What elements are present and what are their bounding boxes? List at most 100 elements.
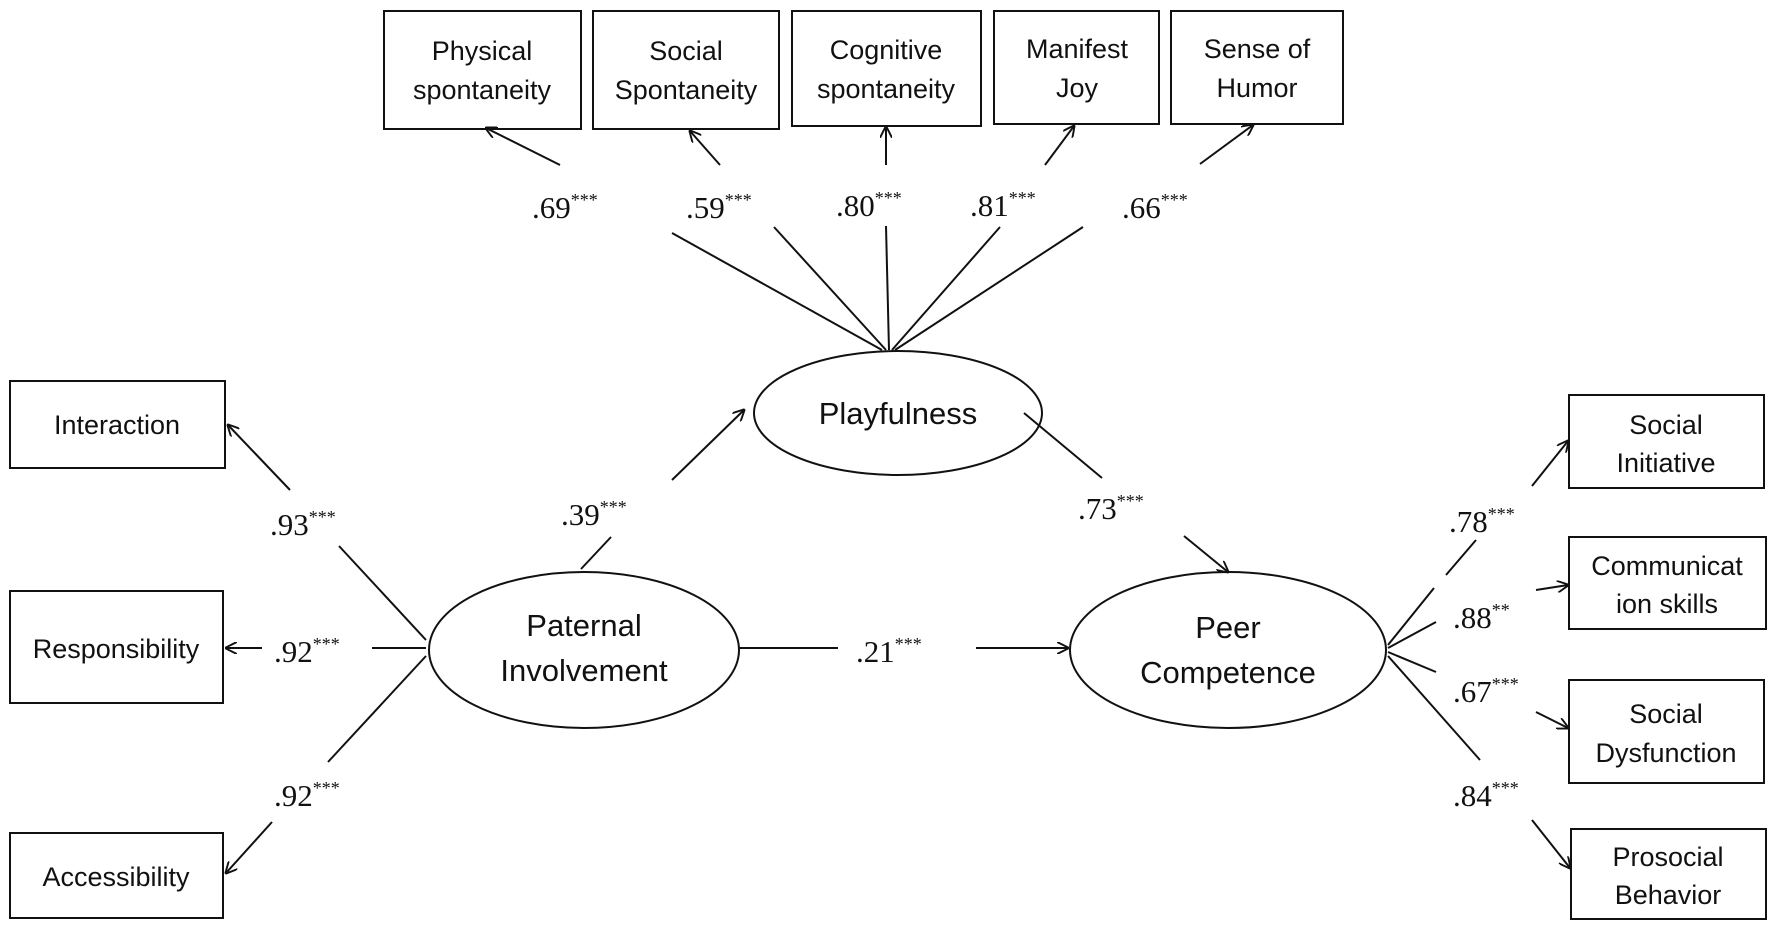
coef-sig: ** xyxy=(1492,600,1510,620)
path-peer-social-initiative xyxy=(1387,441,1568,646)
latent-playfulness: Playfulness xyxy=(753,350,1043,476)
path-peer-social-dysfunction xyxy=(1387,651,1568,728)
indicator-social-spontaneity: Social Spontaneity xyxy=(592,10,780,130)
indicator-label-line2: ion skills xyxy=(1616,589,1718,619)
coef-paternal-playfulness: .39*** xyxy=(561,497,627,532)
latent-label-line1: Peer xyxy=(1195,610,1260,645)
coef-sig: *** xyxy=(313,778,340,798)
indicator-label-line2: Joy xyxy=(1056,73,1099,103)
path-playfulness-social-spontaneity xyxy=(690,131,887,351)
coef-sig: *** xyxy=(725,190,752,210)
coef-sig: *** xyxy=(1488,504,1515,524)
indicator-label: Accessibility xyxy=(42,862,190,892)
coef-sig: *** xyxy=(1492,674,1519,694)
coef-value: .80 xyxy=(836,188,875,223)
indicator-accessibility: Accessibility xyxy=(9,832,224,919)
coef-interaction: .93*** xyxy=(270,507,336,542)
coef-sig: *** xyxy=(875,188,902,208)
indicator-responsibility: Responsibility xyxy=(9,590,224,704)
coef-value: .84 xyxy=(1453,778,1492,813)
coef-sig: *** xyxy=(571,190,598,210)
path-playfulness-joy xyxy=(891,126,1074,351)
path-peer-prosocial xyxy=(1387,655,1570,868)
indicator-label-line1: Cognitive xyxy=(830,35,943,65)
indicator-label-line2: Humor xyxy=(1216,73,1297,103)
coef-playfulness-peer: .73*** xyxy=(1078,491,1144,526)
coef-social-initiative: .78*** xyxy=(1449,504,1515,539)
latent-label-line2: Involvement xyxy=(500,653,668,688)
coef-sig: *** xyxy=(1492,778,1519,798)
indicator-label-line2: spontaneity xyxy=(413,75,552,105)
coef-value: .93 xyxy=(270,507,309,542)
indicator-label-line1: Prosocial xyxy=(1612,842,1723,872)
coef-value: .59 xyxy=(686,190,725,225)
indicator-social-dysfunction: Social Dysfunction xyxy=(1568,679,1765,784)
coef-sig: *** xyxy=(313,634,340,654)
indicator-label-line1: Social xyxy=(1629,699,1703,729)
coef-responsibility: .92*** xyxy=(274,634,340,669)
coef-social-spontaneity: .59*** xyxy=(686,190,752,225)
coef-sig: *** xyxy=(1117,491,1144,511)
indicator-label-line1: Social xyxy=(649,36,723,66)
coef-sig: *** xyxy=(1161,190,1188,210)
indicator-label-line1: Social xyxy=(1629,410,1703,440)
indicator-physical-spontaneity: Physical spontaneity xyxy=(383,10,582,130)
latent-label-line1: Paternal xyxy=(526,608,641,643)
path-playfulness-cognitive xyxy=(886,127,889,351)
coef-value: .39 xyxy=(561,497,600,532)
coef-joy: .81*** xyxy=(970,188,1036,223)
coef-value: .73 xyxy=(1078,491,1117,526)
path-playfulness-peer xyxy=(1023,412,1228,572)
indicator-social-initiative: Social Initiative xyxy=(1568,394,1765,489)
coef-value: .81 xyxy=(970,188,1009,223)
indicator-label-line1: Physical xyxy=(432,36,533,66)
indicator-manifest-joy: Manifest Joy xyxy=(993,10,1160,125)
indicator-label-line2: Initiative xyxy=(1616,448,1715,478)
coef-sig: *** xyxy=(309,507,336,527)
indicator-label-line2: Behavior xyxy=(1615,880,1722,910)
coef-value: .78 xyxy=(1449,504,1488,539)
coef-sig: *** xyxy=(600,497,627,517)
indicator-label: Interaction xyxy=(54,410,180,440)
coef-cognitive: .80*** xyxy=(836,188,902,223)
coef-value: .92 xyxy=(274,634,313,669)
latent-paternal-involvement: Paternal Involvement xyxy=(428,571,740,729)
latent-label-line2: Competence xyxy=(1140,655,1316,690)
path-playfulness-humor xyxy=(894,125,1253,351)
path-paternal-playfulness xyxy=(580,410,744,570)
coef-value: .69 xyxy=(532,190,571,225)
coef-accessibility: .92*** xyxy=(274,778,340,813)
coef-sig: *** xyxy=(1009,188,1036,208)
indicator-label-line2: spontaneity xyxy=(817,74,956,104)
path-playfulness-physical xyxy=(486,128,883,351)
coef-value: .21 xyxy=(856,634,895,669)
coef-value: .92 xyxy=(274,778,313,813)
indicator-cognitive-spontaneity: Cognitive spontaneity xyxy=(791,10,982,127)
indicator-interaction: Interaction xyxy=(9,380,226,469)
coef-physical: .69*** xyxy=(532,190,598,225)
coef-value: .66 xyxy=(1122,190,1161,225)
coef-communication: .88** xyxy=(1453,600,1510,635)
indicator-communication-skills: Communicat ion skills xyxy=(1568,536,1767,630)
coef-sig: *** xyxy=(895,634,922,654)
indicator-label-line1: Manifest xyxy=(1026,34,1129,64)
indicator-sense-of-humor: Sense of Humor xyxy=(1170,10,1344,125)
latent-peer-competence: Peer Competence xyxy=(1069,571,1387,729)
indicator-label-line2: Dysfunction xyxy=(1595,738,1736,768)
path-paternal-interaction xyxy=(228,425,427,641)
coef-prosocial: .84*** xyxy=(1453,778,1519,813)
latent-label: Playfulness xyxy=(819,396,978,431)
indicator-label: Responsibility xyxy=(33,634,200,664)
coef-value: .67 xyxy=(1453,674,1492,709)
coef-social-dysfunction: .67*** xyxy=(1453,674,1519,709)
coef-humor: .66*** xyxy=(1122,190,1188,225)
indicator-label-line1: Sense of xyxy=(1204,34,1311,64)
indicator-prosocial-behavior: Prosocial Behavior xyxy=(1570,828,1767,920)
path-peer-communication xyxy=(1387,585,1568,649)
indicator-label-line1: Communicat xyxy=(1591,551,1743,581)
path-paternal-accessibility xyxy=(226,655,427,873)
indicator-label-line2: Spontaneity xyxy=(615,75,758,105)
coef-paternal-peer: .21*** xyxy=(856,634,922,669)
coef-value: .88 xyxy=(1453,600,1492,635)
